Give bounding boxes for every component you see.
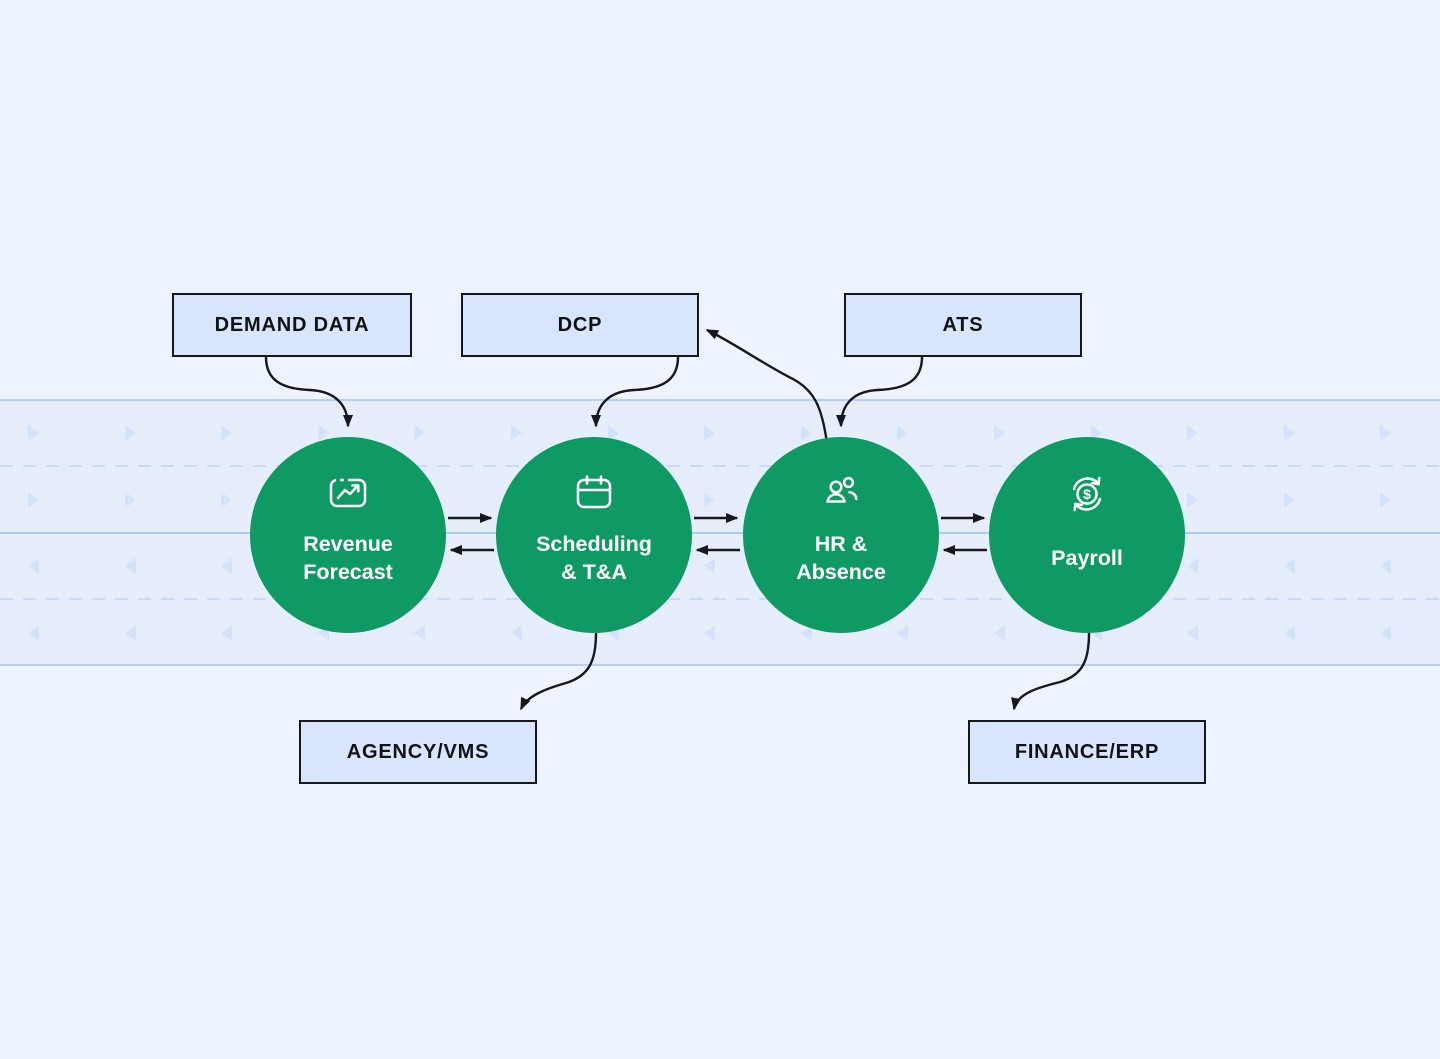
chevron-left-icon xyxy=(28,625,39,641)
lane-line-middle xyxy=(0,532,1440,534)
chevron-left-icon xyxy=(1187,625,1199,641)
chevron-left-icon xyxy=(704,558,716,574)
chevron-left-icon xyxy=(511,625,522,641)
chevron-right-icon xyxy=(1283,425,1295,441)
chevron-left-icon xyxy=(1380,558,1392,574)
chevron-right-icon xyxy=(800,425,812,441)
chevron-right-icon xyxy=(994,425,1005,441)
chevron-right-icon xyxy=(511,425,522,441)
chevron-left-icon xyxy=(414,625,426,641)
node-scheduling-ta-label: Scheduling & T&A xyxy=(536,532,652,584)
chevron-right-icon xyxy=(28,492,39,508)
presentation-chart-icon xyxy=(329,478,367,508)
chevron-right-icon xyxy=(28,425,39,441)
chevron-left-icon xyxy=(1380,625,1392,641)
edge-hr-to-dcp xyxy=(705,328,829,444)
chevron-right-icon xyxy=(221,492,233,508)
chevron-right-icon xyxy=(607,425,619,441)
box-agency-vms: AGENCY/VMS xyxy=(299,720,537,784)
chevron-right-icon xyxy=(704,425,716,441)
node-hr-absence: HR & Absence xyxy=(743,437,939,633)
chevron-left-icon xyxy=(704,625,716,641)
node-payroll: $ Payroll xyxy=(989,437,1185,633)
box-demand-data: DEMAND DATA xyxy=(172,293,412,357)
chevron-left-icon xyxy=(124,558,136,574)
users-icon xyxy=(826,476,858,503)
chevron-right-icon xyxy=(897,425,909,441)
edge-demand-to-revenue xyxy=(264,356,353,428)
node-revenue-forecast: Revenue Forecast xyxy=(250,437,446,633)
chevron-left-icon xyxy=(28,558,39,574)
lane-line-top xyxy=(0,399,1440,401)
box-dcp: DCP xyxy=(461,293,699,357)
chevron-left-icon xyxy=(1090,625,1102,641)
chevron-right-icon xyxy=(221,425,233,441)
edge-ats-to-hr xyxy=(836,356,924,428)
chevron-right-icon xyxy=(414,425,426,441)
box-finance-erp-label: FINANCE/ERP xyxy=(1014,740,1160,763)
chevron-left-icon xyxy=(607,625,619,641)
node-revenue-forecast-label: Revenue Forecast xyxy=(303,532,393,584)
box-demand-data-label: DEMAND DATA xyxy=(214,313,370,336)
lane-line-dashed-lower xyxy=(0,598,1440,600)
chevron-left-icon xyxy=(994,625,1005,641)
box-agency-vms-label: AGENCY/VMS xyxy=(346,740,490,763)
box-ats-label: ATS xyxy=(942,313,984,336)
edge-scheduling-to-agency xyxy=(519,632,598,711)
chevron-right-icon xyxy=(1380,492,1392,508)
chevron-right-icon xyxy=(1283,492,1295,508)
node-payroll-label: Payroll xyxy=(1051,546,1123,570)
box-dcp-label: DCP xyxy=(557,313,603,336)
box-finance-erp: FINANCE/ERP xyxy=(968,720,1206,784)
svg-text:$: $ xyxy=(1083,486,1091,502)
calendar-icon xyxy=(576,475,612,509)
chevron-right-icon xyxy=(1187,492,1199,508)
chevron-left-icon xyxy=(221,625,233,641)
edge-dcp-to-scheduling xyxy=(591,356,680,428)
chevron-left-icon xyxy=(317,625,329,641)
lane-line-dashed-upper xyxy=(0,465,1440,467)
chevron-left-icon xyxy=(1283,558,1295,574)
chevron-left-icon xyxy=(124,625,136,641)
sync-dollar-icon: $ xyxy=(1072,476,1102,512)
chevron-right-icon xyxy=(1187,425,1199,441)
chevron-left-icon xyxy=(221,558,233,574)
chevron-left-icon xyxy=(1187,558,1199,574)
chevron-row-backward-2 xyxy=(0,625,1440,641)
node-scheduling-ta: Scheduling & T&A xyxy=(496,437,692,633)
chevron-left-icon xyxy=(897,625,909,641)
chevron-right-icon xyxy=(1090,425,1102,441)
chevron-right-icon xyxy=(704,492,716,508)
lane-line-bottom xyxy=(0,664,1440,666)
box-ats: ATS xyxy=(844,293,1082,357)
chevron-left-icon xyxy=(800,625,812,641)
chevron-right-icon xyxy=(124,425,136,441)
chevron-left-icon xyxy=(1283,625,1295,641)
chevron-right-icon xyxy=(124,492,136,508)
chevron-right-icon xyxy=(1380,425,1392,441)
chevron-right-icon xyxy=(317,425,329,441)
chevron-row-forward-1 xyxy=(0,425,1440,441)
node-hr-absence-label: HR & Absence xyxy=(796,532,886,584)
edge-payroll-to-finance xyxy=(1011,632,1091,711)
